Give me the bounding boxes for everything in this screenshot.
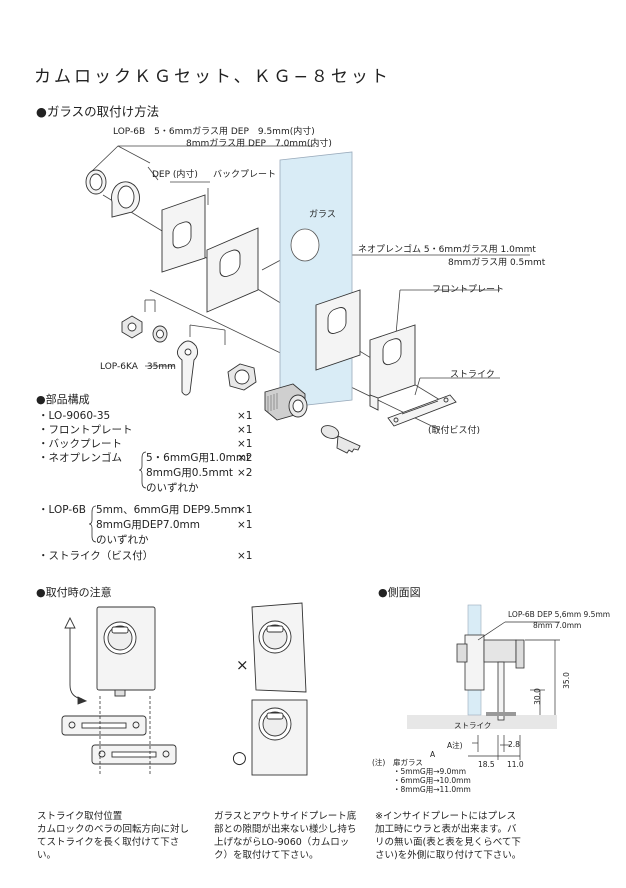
parts-qty: ×1 — [237, 550, 253, 562]
parts-item: ・ストライク（ビス付） — [38, 549, 153, 564]
section-glass-mounting: ●ガラスの取付け方法 — [36, 104, 160, 119]
lop6b-label-1: LOP-6B 5・6mmガラス用 DEP 9.5mm(内寸) — [113, 127, 315, 137]
dim-18-5: 18.5 — [478, 760, 495, 769]
neoprene-qty: ×2 — [237, 467, 253, 479]
parts-item: ・LOP-6B — [38, 503, 86, 518]
strike-label: ストライク — [450, 370, 495, 380]
glass-label: ガラス — [309, 210, 336, 220]
ok-mark: ○ — [232, 748, 247, 768]
side-glass-thk: 扉ガラス — [393, 758, 423, 767]
part-name: ・ストライク（ビス付） — [38, 550, 154, 562]
note-strike-position: ストライク取付位置 カムロックのベラの回転方向に対してストライクを長く取付けて下… — [37, 811, 190, 861]
side-a: A — [430, 750, 436, 759]
section-side-view: ●側面図 — [378, 586, 421, 599]
part-name: ・バックプレート — [38, 438, 122, 450]
lop6b-opt: 5mm、6mmG用 DEP9.5mm — [96, 504, 241, 516]
section-caution: ●取付時の注意 — [36, 586, 112, 599]
neoprene-opt: 8mmG用0.5mmt — [146, 467, 234, 479]
side-a-note: A注) — [447, 741, 463, 750]
lop6b-opt: 8mmG用DEP7.0mm — [96, 519, 200, 531]
ng-mark: × — [236, 656, 249, 674]
parts-qty: ×1 — [237, 410, 253, 422]
page-title: カムロックＫＧセット、ＫＧ−８セット — [34, 67, 391, 87]
side-lop6b-1: LOP-6B DEP 5,6mm 9.5mm — [508, 610, 611, 619]
note-glass-gap: ガラスとアウトサイドプレート底部との隙間が出来ない様少し持ち上げながらLO-90… — [214, 811, 357, 861]
lop6b-opt: のいずれか — [96, 534, 149, 546]
section-parts: ●部品構成 — [36, 393, 90, 406]
side-strike-label: ストライク — [454, 721, 492, 730]
lop6ka-label: LOP-6KA 35mm — [100, 362, 176, 372]
side-g8: ・8mmG用→11.0mm — [393, 785, 471, 794]
side-lop6b-2: 8mm 7.0mm — [533, 621, 582, 630]
dim-11: 11.0 — [507, 760, 524, 769]
parts-qty: ×1 — [237, 424, 253, 436]
lop6b-qty: ×1 — [237, 504, 253, 516]
side-g5: ・5mmG用→9.0mm — [393, 767, 467, 776]
parts-item: ・バックプレート — [38, 437, 122, 452]
part-name: ・フロントプレート — [38, 424, 133, 436]
neoprene-opt: のいずれか — [146, 482, 199, 494]
side-g6: ・6mmG用→10.0mm — [393, 776, 471, 785]
lop6b-label-2: 8mmガラス用 DEP 7.0mm(内寸) — [186, 139, 332, 149]
part-name: ・LOP-6B — [38, 504, 87, 516]
parts-item: ・LO-9060-35 — [38, 409, 110, 424]
backplate-label: バックプレート — [213, 170, 277, 180]
parts-item: ・ネオプレンゴム — [38, 451, 122, 466]
neoprene-label-1: ネオプレンゴム 5・6mmガラス用 1.0mmt — [358, 245, 536, 255]
dim-2-8: 2.8 — [508, 740, 520, 749]
part-name: ・ネオプレンゴム — [38, 452, 122, 464]
frontplate-label: フロントプレート — [432, 285, 505, 295]
neoprene-opt: 5・6mmG用1.0mmt — [146, 452, 251, 464]
lop6b-qty: ×1 — [237, 519, 253, 531]
dim-35: 35.0 — [561, 672, 571, 689]
neoprene-label-2: 8mmガラス用 0.5mmt — [448, 258, 546, 268]
parts-qty: ×1 — [237, 438, 253, 450]
note-inside-plate: ※インサイドプレートにはプレス加工時にウラと表が出来ます。バリの無い面(表と表を… — [375, 811, 522, 861]
screw-label: (取付ビス付) — [428, 426, 481, 436]
neoprene-qty: ×2 — [237, 452, 253, 464]
dim-30: 30.0 — [532, 688, 542, 705]
part-name: ・LO-9060-35 — [38, 410, 111, 422]
parts-item: ・フロントプレート — [38, 423, 133, 438]
side-note-head: (注) — [372, 758, 386, 767]
dep-label: DEP (内寸) — [152, 170, 198, 180]
